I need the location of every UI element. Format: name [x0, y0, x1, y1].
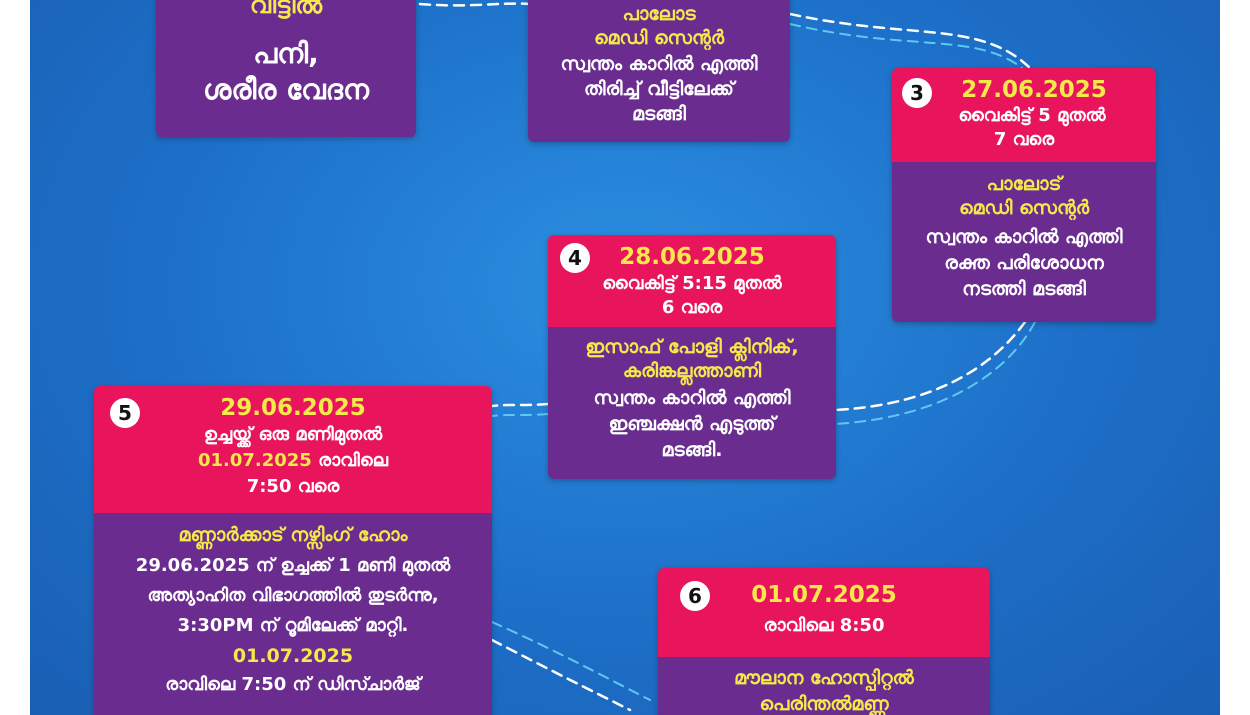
- card4-date: 28.06.2025: [619, 244, 765, 270]
- card5-discharge-line: രാവിലെ 7:50 ന് ഡിസ്ചാർജ്: [165, 674, 421, 695]
- timeline-card-5: 5 29.06.2025 ഉച്ചയ്ക്ക് ഒരു മണിമുതൽ 01.0…: [94, 386, 492, 715]
- card6-date: 01.07.2025: [751, 582, 897, 608]
- route-3-to-4-shadow: [834, 321, 1036, 425]
- route-4-to-5-shadow: [491, 413, 549, 417]
- card1-symptom-line-2: ശരീര വേദന: [203, 73, 369, 106]
- card5-place: മണ്ണാർക്കാട് നഴ്സിംഗ് ഹോം: [178, 524, 408, 546]
- timeline-card-3: 3 27.06.2025 വൈകിട്ട് 5 മുതൽ 7 വരെ പാലോട…: [892, 68, 1156, 322]
- route-2-to-3: [788, 12, 1032, 70]
- card4-place-line-2: കരിങ്കല്ലത്താണി: [622, 360, 762, 382]
- card5-detail-line-3: 3:30PM ന് റൂമിലേക്ക് മാറ്റി.: [177, 615, 409, 636]
- card5-time-line-2: 01.07.2025 രാവിലെ: [94, 448, 492, 474]
- card6-time: രാവിലെ 8:50: [763, 615, 885, 636]
- route-4-to-5: [490, 402, 550, 408]
- card5-detail-line-1: 29.06.2025 ന് ഉച്ചക്ക് 1 മണി മുതൽ: [135, 555, 451, 576]
- card1-symptom-line-1: പനി,: [253, 37, 319, 70]
- card4-place-line-1: ഇസാഫ് പോളി ക്ലിനിക്,: [585, 336, 799, 358]
- card3-date: 27.06.2025: [961, 77, 1107, 103]
- card2-detail-line-2: തിരിച്ച് വീട്ടിലേക്ക്: [584, 78, 734, 100]
- card3-detail-line-2: രക്ത പരിശോധന: [944, 252, 1104, 274]
- route-2-to-3-shadow: [789, 23, 1023, 69]
- card4-time-line-2: 6 വരെ: [661, 297, 723, 318]
- card5-time-line-3: 7:50 വരെ: [246, 476, 340, 497]
- timeline-card-1: വീട്ടിൽ പനി, ശരീര വേദന: [156, 0, 416, 137]
- card5-date: 29.06.2025: [220, 395, 366, 421]
- card5-end-time-prefix: രാവിലെ: [318, 450, 389, 471]
- card5-end-date: 01.07.2025: [197, 450, 312, 471]
- route-map-panel: വീട്ടിൽ പനി, ശരീര വേദന പാലോട മെഡി സെന്റർ…: [30, 0, 1220, 715]
- card2-place-line-2: മെഡി സെന്റർ: [593, 27, 725, 49]
- card5-detail-line-2: അത്യാഹിത വിഭാഗത്തിൽ തുടർന്നു,: [147, 585, 439, 606]
- step-number-badge-5: 5: [110, 398, 140, 428]
- route-1-to-2: [418, 2, 532, 7]
- card3-detail-line-3: നടത്തി മടങ്ങി: [962, 278, 1086, 300]
- card5-time-line-1: ഉച്ചയ്ക്ക് ഒരു മണിമുതൽ: [203, 424, 383, 445]
- timeline-card-2: പാലോട മെഡി സെന്റർ സ്വന്തം കാറിൽ എത്തി തി…: [528, 0, 790, 142]
- route-3-to-4: [833, 320, 1027, 412]
- step-number-badge-6: 6: [680, 581, 710, 611]
- card3-time-line-1: വൈകിട്ട് 5 മുതൽ: [958, 105, 1106, 126]
- card3-detail-line-1: സ്വന്തം കാറിൽ എത്തി: [925, 226, 1123, 248]
- card2-place-line-1: പാലോട: [622, 3, 696, 25]
- card4-detail-line-3: മടങ്ങി.: [661, 439, 723, 461]
- route-5-to-6-shadow: [491, 621, 651, 701]
- card4-time-line-1: വൈകിട്ട് 5:15 മുതൽ: [602, 273, 782, 294]
- card3-place-line-2: മെഡി സെന്റർ: [958, 197, 1090, 219]
- timeline-card-6: 6 01.07.2025 രാവിലെ 8:50 മൗലാന ഹോസ്പിറ്റ…: [658, 568, 990, 715]
- card2-detail-line-1: സ്വന്തം കാറിൽ എത്തി: [560, 53, 758, 75]
- route-5-to-6: [490, 638, 632, 712]
- step-number-badge-3: 3: [902, 78, 932, 108]
- route-dashed-lines: [418, 2, 1036, 712]
- card6-place-line-1: മൗലാന ഹോസ്പിറ്റൽ: [734, 667, 914, 689]
- step-number-badge-4: 4: [560, 243, 590, 273]
- card2-detail-line-3: മടങ്ങി: [632, 103, 686, 125]
- card3-time-line-2: 7 വരെ: [993, 129, 1055, 150]
- card4-detail-line-1: സ്വന്തം കാറിൽ എത്തി: [593, 387, 791, 409]
- card4-detail-line-2: ഇഞ്ചക്ഷൻ എടുത്ത്: [608, 413, 776, 435]
- card5-discharge-date: 01.07.2025: [232, 645, 354, 667]
- card1-place: വീട്ടിൽ: [249, 0, 323, 19]
- timeline-card-4: 4 28.06.2025 വൈകിട്ട് 5:15 മുതൽ 6 വരെ ഇസ…: [548, 235, 836, 479]
- card6-place-line-2: പെരിന്തൽമണ്ണ: [759, 693, 889, 715]
- card3-place-line-1: പാലോട്: [986, 173, 1062, 195]
